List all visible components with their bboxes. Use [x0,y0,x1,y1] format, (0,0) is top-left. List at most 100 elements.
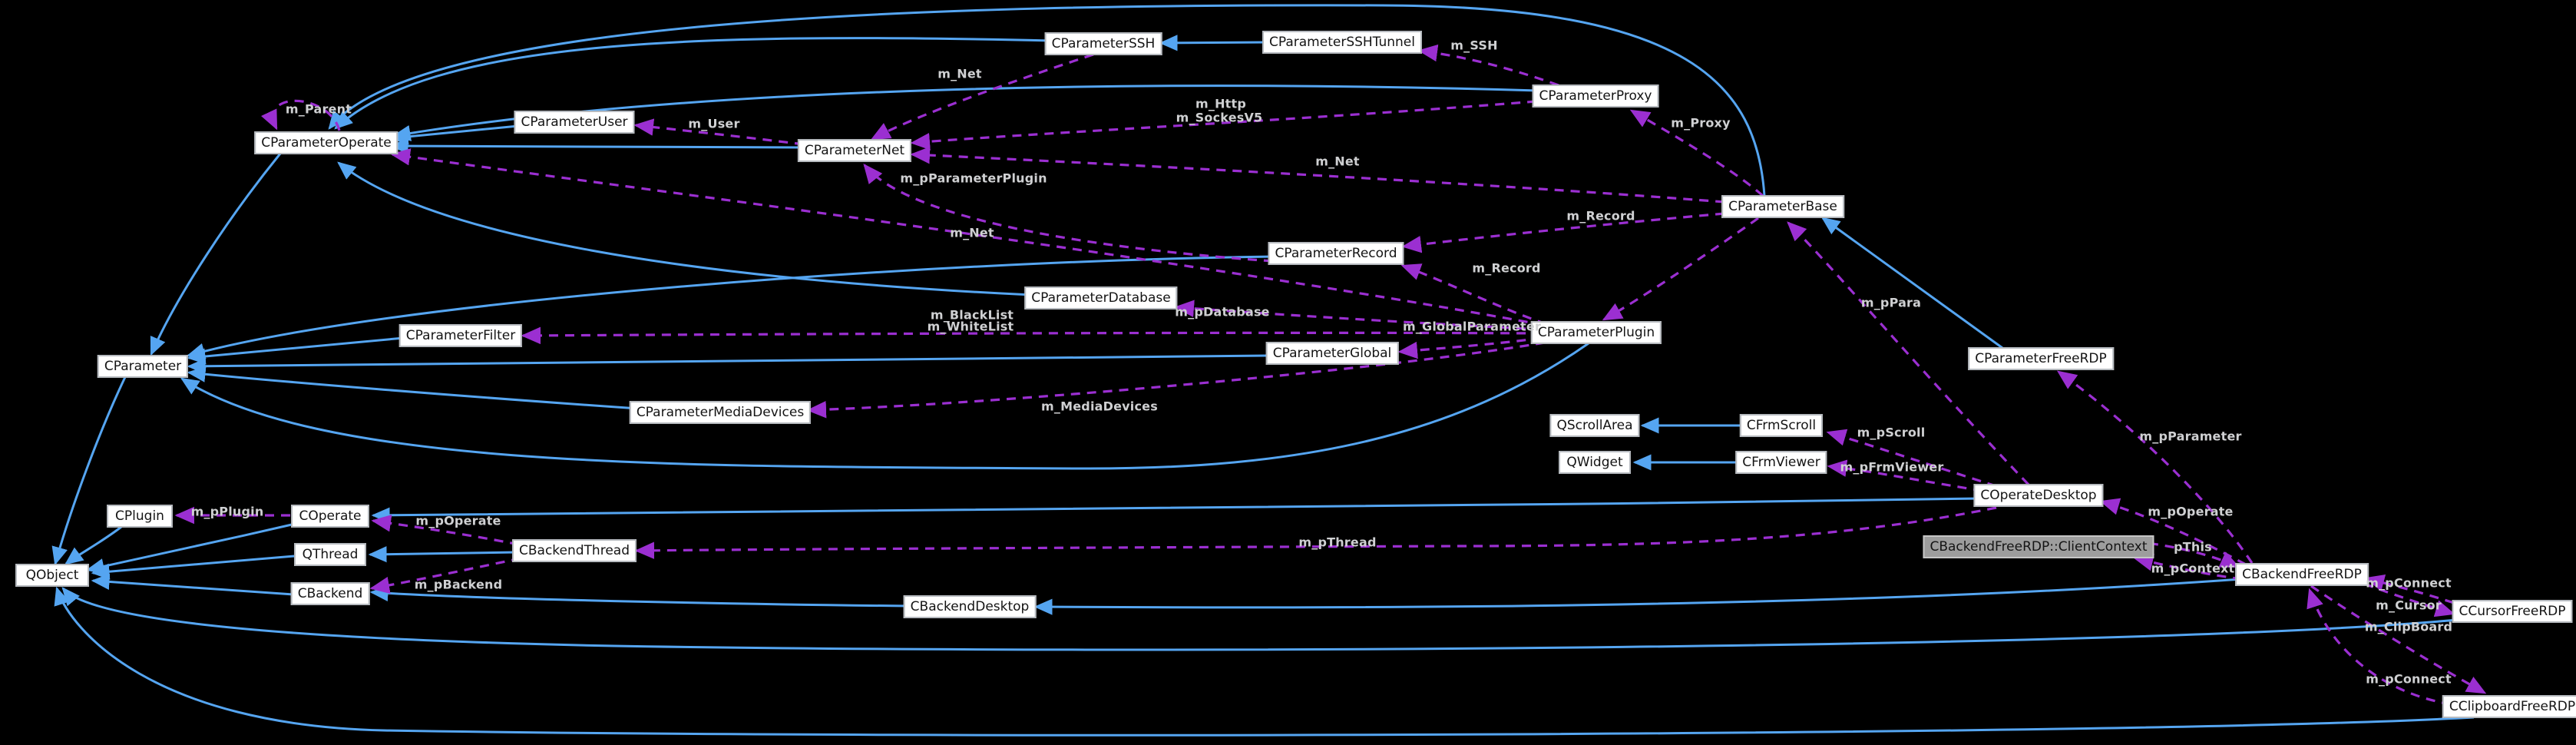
edge-label-lbl-m-user: m_User [688,116,740,131]
class-node-coperatedesktop[interactable]: COperateDesktop [1973,484,2104,507]
class-node-cparameterproxy[interactable]: CParameterProxy [1532,84,1659,108]
class-node-cparameterssh[interactable]: CParameterSSH [1044,32,1162,55]
class-node-cparameterfilter[interactable]: CParameterFilter [398,324,523,347]
inheritance-edge-inh-record-parameter [186,255,1275,359]
usage-edge-use-base-record [1401,212,1725,253]
inheritance-edge-inh-media-parameter [187,366,639,410]
class-node-cparameterfreerdp[interactable]: CParameterFreeRDP [1968,347,2114,370]
inheritance-edge-inh-user-operate [389,124,519,145]
inheritance-edge-inh-plugin-parameter [180,342,1589,470]
class-node-cparameterbase[interactable]: CParameterBase [1721,195,1844,218]
usage-edge-use-base-proxy [1629,109,1764,197]
usage-edge-use-base-plugin [1602,217,1759,321]
edge-label-lbl-m-pparameter: m_pParameter [2139,429,2242,444]
class-node-cparameter[interactable]: CParameter [97,355,189,378]
edge-label-lbl-m-record-base: m_Record [1566,208,1635,224]
class-node-cparameteroperate[interactable]: CParameterOperate [254,131,398,154]
edge-label-lbl-m-pparameterplugin: m_pParameterPlugin [900,171,1047,186]
inheritance-edge-inh-filter-parameter [187,336,405,365]
class-node-cparameterplugin[interactable]: CParameterPlugin [1530,321,1662,344]
edge-label-lbl-m-ppara: m_pPara [1860,295,1922,310]
edge-label-lbl-m-whitelist: m_WhiteList [927,319,1014,334]
usage-edge-use-proxy-net [910,100,1537,151]
class-node-clientcontext[interactable]: CBackendFreeRDP::ClientContext [1923,535,2154,558]
class-node-cfrmscroll[interactable]: CFrmScroll [1739,414,1824,437]
usage-edge-use-bthread-cbackend [369,557,521,594]
class-node-qobject[interactable]: QObject [15,564,89,587]
usage-edge-use-odesktop-frmviewer [1827,459,1983,492]
edge-label-lbl-m-record-plugin: m_Record [1472,260,1541,276]
class-node-cfrmviewer[interactable]: CFrmViewer [1735,451,1827,474]
usage-edge-use-record-net [863,164,1274,263]
edge-label-lbl-m-net-record: m_Net [950,225,994,240]
inheritance-edge-inh-bfreerdp-bdesktop [1033,578,2242,615]
class-node-qthread[interactable]: QThread [294,543,366,566]
inheritance-edge-inh-ssh-operate [334,37,1052,130]
edge-label-lbl-m-pbackend: m_pBackend [414,577,503,592]
class-node-cparametermediadevices[interactable]: CParameterMediaDevices [629,401,812,424]
inheritance-edge-inh-operate-parameter [150,153,282,356]
class-node-coperate[interactable]: COperate [291,505,369,528]
class-node-cbackendthread[interactable]: CBackendThread [511,539,637,562]
class-node-cbackend[interactable]: CBackend [290,582,370,605]
edge-label-lbl-m-mediadevices: m_MediaDevices [1041,399,1158,414]
edge-label-lbl-m-clipboard: m_ClipBoard [2364,619,2453,634]
usage-edge-use-plugin-record [1400,263,1547,326]
edge-label-lbl-m-poperate-thread: m_pOperate [415,513,501,528]
usage-edge-use-bthread-coperate [371,515,520,546]
edge-label-lbl-m-pconnect-clipboard: m_pConnect [2366,671,2452,687]
inheritance-edge-inh-clipboard-qobject [54,586,2475,737]
class-node-cclipboardfreerdp[interactable]: CClipboardFreeRDP [2442,695,2576,718]
class-node-qscrollarea[interactable]: QScrollArea [1549,414,1640,437]
edge-label-lbl-m-pcontext: m_pContext [2151,561,2235,576]
usage-edge-use-ssh-net [870,53,1094,141]
usage-edge-use-plugin-global [1397,336,1543,359]
edge-label-lbl-m-proxy: m_Proxy [1671,115,1731,131]
usage-edge-use-parent-self [261,99,341,131]
usage-edge-use-odesktop-bthread [634,506,1997,559]
edge-label-lbl-m-pconnect-cursor: m_pConnect [2366,575,2452,591]
inheritance-edge-inh-coperate-qobject [85,523,293,574]
class-node-cparameterrecord[interactable]: CParameterRecord [1268,242,1404,265]
inheritance-edge-inh-odesktop-coperate [371,497,1981,524]
class-node-cbackendfreerdp[interactable]: CBackendFreeRDP [2235,563,2369,586]
edge-label-lbl-m-pfrmviewer: m_pFrmViewer [1840,459,1944,475]
edge-label-lbl-m-net-ssh: m_Net [937,66,982,81]
edge-label-lbl-m-net-base: m_Net [1315,154,1360,169]
edge-label-lbl-m-http: m_Http [1195,96,1247,111]
edge-label-lbl-m-pthread: m_pThread [1298,535,1377,550]
usage-edge-use-plugin-operate [390,148,1544,326]
usage-edge-use-bfreerdp-context [2133,554,2243,581]
inheritance-edge-inh-freerdp-base [1821,217,2003,349]
usage-edge-use-base-net [910,146,1725,204]
class-node-cparameterglobal[interactable]: CParameterGlobal [1265,342,1399,365]
edge-label-lbl-m-poperate-desktop: m_pOperate [2148,504,2234,519]
inheritance-edge-inh-parameter-qobject [51,376,127,566]
class-node-cparameteruser[interactable]: CParameterUser [514,111,635,134]
inheritance-edge-inh-database-operate [337,161,1033,296]
inheritance-edge-inh-bthread-qthread [368,546,518,563]
inheritance-edge-inh-cursor-qobject [61,587,2458,651]
edge-label-lbl-m-ssh: m_SSH [1450,38,1498,53]
edge-label-lbl-m-cursor: m_Cursor [2376,598,2442,613]
class-node-cparameterdatabase[interactable]: CParameterDatabase [1024,286,1178,310]
usage-edge-use-proxy-sshtunnel [1417,44,1559,87]
class-node-cparameternet[interactable]: CParameterNet [797,139,912,162]
usage-edge-use-plugin-database [1174,300,1543,331]
usage-edge-use-plugin-media [806,341,1546,419]
usage-edge-use-odesktop-base [1787,221,2030,486]
class-node-cparametersshtunnel[interactable]: CParameterSSHTunnel [1262,31,1422,54]
class-node-ccursorfreerdp[interactable]: CCursorFreeRDP [2452,600,2573,623]
usage-edge-use-bfreerdp-paramfreerdp [2056,370,2254,564]
usage-edge-use-bfreerdp-clipboard [2310,584,2487,694]
class-node-cplugin[interactable]: CPlugin [107,505,173,528]
edge-label-lbl-m-blacklist: m_BlackList [930,307,1014,323]
inheritance-edge-inh-global-parameter [187,354,1271,375]
class-node-cbackenddesktop[interactable]: CBackendDesktop [903,595,1037,618]
edge-label-lbl-m-pdatabase: m_pDatabase [1175,304,1270,320]
inheritance-edge-inh-qthread-qobject [91,555,296,580]
class-node-qwidget[interactable]: QWidget [1559,451,1631,474]
usage-edge-use-clipboard-bfreerdp [2306,588,2452,706]
